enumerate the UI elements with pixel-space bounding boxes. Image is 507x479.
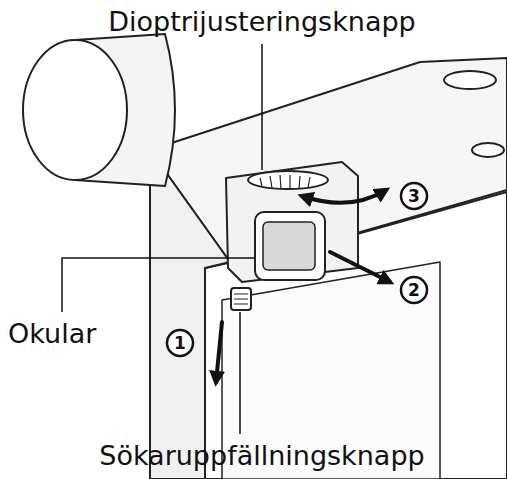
motion-arrow: [302, 190, 386, 203]
callout-number: 2: [408, 280, 420, 300]
part-label: Dioptrijusteringsknapp: [108, 6, 416, 38]
diopter-dial: [248, 171, 328, 189]
lens-front: [23, 40, 127, 180]
viewfinder: [226, 162, 358, 282]
leader-line: [239, 312, 241, 434]
part-label: Okular: [8, 318, 96, 350]
eyepiece: [255, 212, 325, 280]
control-dial: [472, 143, 504, 157]
mode-dial: [444, 71, 496, 89]
part-label: Sökaruppfällningsknapp: [99, 440, 424, 472]
callout-circle: [401, 277, 427, 303]
leader-line: [62, 258, 254, 312]
camera-side: [150, 150, 230, 479]
popup-button: [231, 288, 251, 310]
leader-line: [261, 44, 263, 170]
callout-number: 3: [408, 186, 420, 206]
callout-circle: [401, 183, 427, 209]
motion-arrow: [330, 252, 390, 282]
callout-circle: [167, 330, 193, 356]
callout-number: 1: [174, 333, 186, 353]
motion-arrow: [216, 322, 222, 382]
